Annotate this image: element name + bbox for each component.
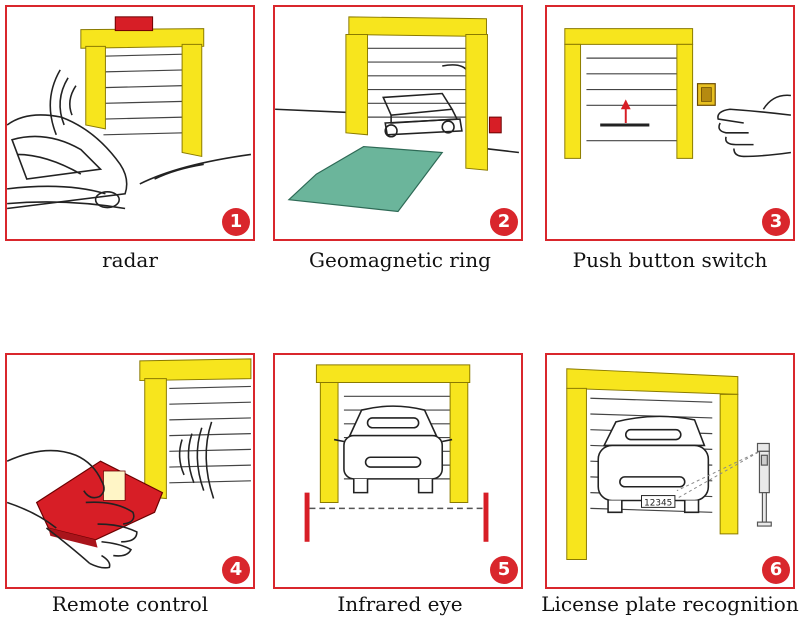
- panel-caption-radar: radar: [102, 248, 158, 272]
- panel-number-badge: 5: [490, 556, 518, 584]
- panel-radar: 1: [5, 5, 255, 241]
- remote-control-icon: [7, 358, 252, 569]
- panel-number-badge: 4: [222, 556, 250, 584]
- panel-number-badge: 1: [222, 208, 250, 236]
- ground-loop-icon: [275, 16, 520, 213]
- panel-infrared-eye: 5: [273, 353, 523, 589]
- push-button-icon: [564, 28, 792, 159]
- panel-number-badge: 3: [762, 208, 790, 236]
- license-plate-text: 12345: [644, 498, 672, 508]
- license-plate-camera-icon: 12345: [566, 368, 772, 560]
- panel-number-badge: 6: [762, 556, 790, 584]
- panel-geomagnetic-ring: 2: [273, 5, 523, 241]
- panel-caption-remote-control: Remote control: [51, 592, 209, 616]
- panel-caption-geomagnetic-ring: Geomagnetic ring: [309, 248, 491, 272]
- panel-caption-push-button: Push button switch: [572, 248, 768, 272]
- panel-number-badge: 2: [490, 208, 518, 236]
- panel-caption-infrared-eye: Infrared eye: [337, 592, 463, 616]
- infrared-sensor-icon: [304, 364, 489, 542]
- panel-remote-control: 4: [5, 353, 255, 589]
- panel-caption-license-plate-recognition: License plate recognition: [541, 592, 799, 616]
- radar-sensor-icon: [7, 16, 252, 210]
- panel-push-button: 3: [545, 5, 795, 241]
- panel-license-plate-recognition: 12345 6: [545, 353, 795, 589]
